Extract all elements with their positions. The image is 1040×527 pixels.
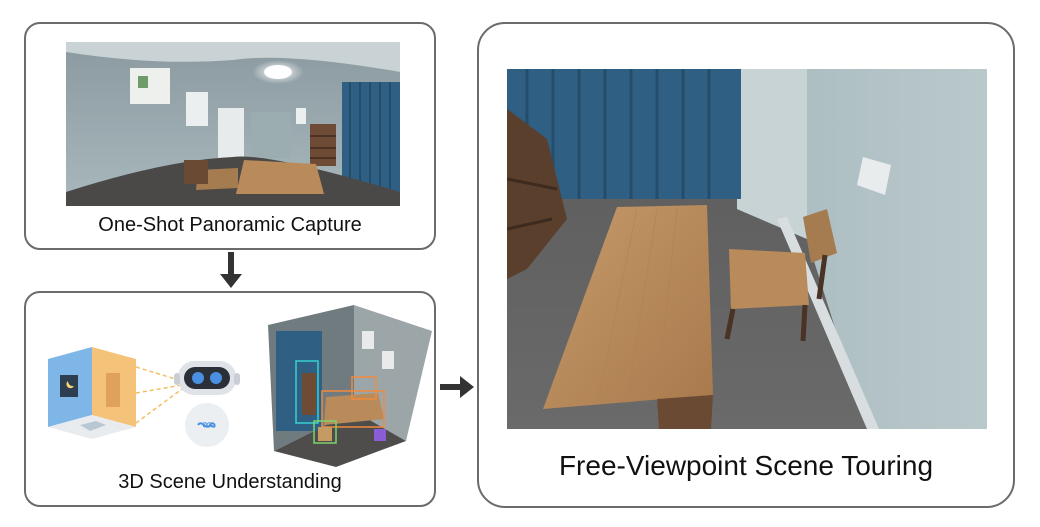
panoramic-capture-panel: One-Shot Panoramic Capture — [24, 22, 436, 250]
right-arrow-icon — [440, 375, 474, 399]
view-beams — [136, 366, 183, 424]
scene-understanding-panel: ∞ 3D Scene Understanding — [24, 291, 436, 507]
robot-icon: ∞ — [174, 357, 240, 453]
room-cube-icon — [44, 345, 140, 441]
scene-touring-panel: Free-Viewpoint Scene Touring — [477, 22, 1015, 508]
scene-3d-icon — [266, 301, 438, 467]
down-arrow-icon — [219, 252, 243, 290]
understanding-caption: 3D Scene Understanding — [118, 471, 342, 493]
svg-text:∞: ∞ — [201, 417, 213, 433]
panorama-image — [66, 42, 400, 206]
capture-caption: One-Shot Panoramic Capture — [98, 214, 362, 236]
touring-caption: Free-Viewpoint Scene Touring — [558, 450, 934, 481]
touring-view-image — [507, 69, 987, 429]
